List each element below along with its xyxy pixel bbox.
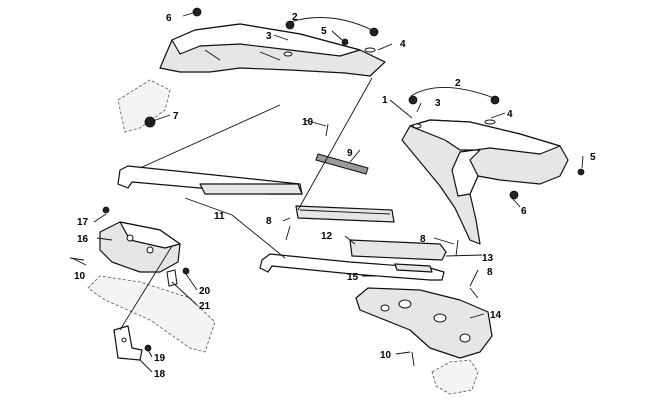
- right-side-panel: [401, 119, 569, 245]
- rail-plate: [295, 205, 395, 223]
- callout-20: 20: [199, 286, 211, 297]
- callout-18: 18: [154, 369, 166, 380]
- callout-2: 2: [292, 12, 298, 23]
- callout-3: 3: [435, 98, 441, 109]
- callout-16: 16: [77, 234, 89, 245]
- left-lower-ghost: [87, 275, 216, 353]
- callout-12: 12: [321, 231, 333, 242]
- callout-19: 19: [154, 353, 166, 364]
- callout-8: 8: [420, 234, 426, 245]
- callout-2: 2: [455, 78, 461, 89]
- callout-6: 6: [521, 206, 527, 217]
- callout-1: 1: [382, 95, 388, 106]
- callout-4: 4: [507, 109, 513, 120]
- left-frame-ghost: [117, 79, 171, 133]
- callout-10: 10: [74, 271, 86, 282]
- bottom-plate: [355, 287, 493, 359]
- callout-13: 13: [482, 253, 494, 264]
- callout-15: 15: [347, 272, 359, 283]
- callout-17: 17: [77, 217, 89, 228]
- callout-4: 4: [400, 39, 406, 50]
- leader-lines: [71, 11, 584, 373]
- callout-6: 6: [166, 13, 172, 24]
- left-side-panel: [159, 23, 386, 77]
- callout-14: 14: [490, 310, 502, 321]
- callout-labels: 1 2 2 3 3 4 4 5 5 6 6 7 8 8 8 9 10 10 10…: [74, 12, 596, 380]
- right-mount-bracket: [259, 239, 447, 281]
- callout-5: 5: [590, 152, 596, 163]
- callout-3: 3: [266, 31, 272, 42]
- callout-10: 10: [380, 350, 392, 361]
- callout-9: 9: [347, 148, 353, 159]
- left-mount-bracket: [117, 165, 303, 195]
- callout-10: 10: [302, 117, 314, 128]
- left-bracket-assembly: [99, 221, 181, 273]
- callout-21: 21: [199, 301, 211, 312]
- callout-8: 8: [487, 267, 493, 278]
- callout-7: 7: [173, 111, 179, 122]
- callout-8: 8: [266, 216, 272, 227]
- wear-strip: [315, 153, 369, 175]
- callout-11: 11: [214, 211, 225, 222]
- callout-5: 5: [321, 26, 327, 37]
- hardware: [69, 7, 585, 367]
- small-bracket: [113, 325, 143, 361]
- right-frame-ghost: [431, 359, 479, 395]
